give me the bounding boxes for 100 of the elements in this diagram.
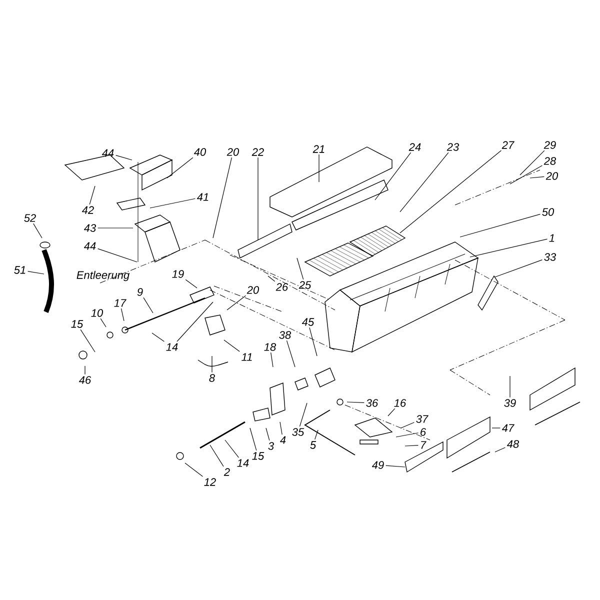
- leader-line: [388, 408, 396, 416]
- callout-number: 51: [14, 266, 26, 274]
- leader-line: [314, 430, 318, 440]
- leader-line: [280, 422, 282, 435]
- leader-line: [460, 214, 540, 238]
- leader-line: [268, 276, 276, 282]
- callout-number: 9: [137, 288, 143, 296]
- callout-number: 24: [408, 143, 421, 151]
- callout-number: 17: [114, 299, 126, 307]
- leader-line: [400, 150, 502, 234]
- callout-number: 14: [166, 343, 178, 351]
- leader-line: [166, 157, 194, 178]
- callout-number: 38: [279, 331, 292, 339]
- leader-line: [150, 198, 196, 208]
- callout-number: 3: [268, 442, 274, 450]
- callout-number: 2: [224, 468, 230, 476]
- leader-line: [296, 258, 304, 280]
- callout-number: 21: [312, 145, 324, 153]
- callout-number: 7: [421, 441, 426, 449]
- callout-number: 14: [237, 459, 249, 467]
- callout-number: 26: [276, 283, 288, 291]
- leader-line: [400, 422, 414, 428]
- leader-line: [510, 165, 542, 184]
- leader-line: [286, 340, 296, 368]
- callout-number: 11: [242, 353, 252, 361]
- callout-number: 49: [372, 461, 384, 469]
- callout-number: 39: [504, 399, 516, 407]
- callout-number: 12: [204, 478, 216, 486]
- callout-number: 25: [298, 281, 312, 289]
- leader-line: [299, 402, 308, 427]
- leader-line: [143, 297, 154, 314]
- callout-number: 43: [84, 224, 96, 232]
- leader-line: [494, 260, 542, 278]
- leader-line: [120, 308, 124, 322]
- leader-line: [184, 462, 204, 477]
- leader-line: [212, 157, 232, 238]
- callout-number: 20: [246, 286, 260, 294]
- leader-line: [84, 366, 86, 375]
- callout-number: 47: [502, 424, 514, 432]
- callout-number: 4: [280, 436, 286, 444]
- callout-number: 28: [544, 157, 556, 165]
- callout-number: 35: [292, 428, 304, 436]
- leader-line: [224, 440, 240, 458]
- leader-line: [404, 444, 419, 446]
- leader-line: [318, 154, 320, 182]
- leader-line: [520, 150, 545, 176]
- callout-number: 36: [366, 399, 378, 407]
- callout-number: 46: [78, 376, 92, 384]
- leader-line: [494, 447, 506, 452]
- leader-line: [224, 340, 240, 352]
- callout-number: 22: [252, 148, 264, 156]
- callout-number: 52: [24, 214, 36, 222]
- callout-number: 45: [302, 318, 314, 326]
- leader-line: [396, 432, 419, 438]
- leader-line: [309, 327, 318, 356]
- note-text: Entleerung: [76, 270, 130, 282]
- leader-line: [100, 318, 106, 328]
- leader-line: [89, 186, 96, 205]
- leader-line: [185, 279, 198, 288]
- leader-line: [470, 238, 548, 258]
- callout-number: 20: [226, 148, 240, 156]
- leader-line: [266, 428, 270, 441]
- callout-number: 5: [310, 441, 316, 449]
- callout-number: 15: [252, 452, 264, 460]
- callout-number: 6: [420, 428, 426, 436]
- callout-number: 10: [91, 309, 104, 317]
- callout-number: 41: [196, 193, 208, 201]
- leader-line: [33, 223, 42, 238]
- callout-number: 37: [416, 415, 428, 423]
- callout-number: 50: [542, 208, 554, 216]
- callout-number: 42: [82, 206, 94, 214]
- callout-number: 15: [71, 320, 84, 328]
- callout-number: 27: [502, 141, 514, 149]
- callout-number: 1: [549, 234, 554, 242]
- leader-line: [530, 176, 544, 178]
- callout-number: 44: [102, 149, 114, 157]
- leader-line: [386, 465, 406, 468]
- callout-number: 8: [209, 374, 215, 382]
- leader-line: [28, 271, 44, 274]
- leader-line: [226, 295, 246, 310]
- callout-number: 19: [172, 270, 184, 278]
- leader-line: [98, 248, 138, 262]
- callout-number: 48: [506, 440, 520, 448]
- callout-number: 44: [84, 242, 96, 250]
- callout-number: 18: [264, 343, 276, 351]
- leader-line: [80, 329, 96, 352]
- leader-line: [210, 444, 224, 467]
- callout-number: 23: [446, 143, 460, 151]
- leader-line: [346, 402, 364, 403]
- leader-line: [152, 332, 164, 342]
- callout-number: 33: [544, 253, 556, 261]
- leader-line: [250, 428, 257, 451]
- callout-number: 29: [544, 141, 556, 149]
- callout-number: 20: [546, 172, 558, 180]
- leader-line: [116, 154, 132, 160]
- leader-line: [400, 152, 449, 212]
- leader-line: [374, 152, 412, 200]
- leader-line: [176, 302, 214, 342]
- callout-number: 40: [194, 148, 206, 156]
- callout-number: 16: [394, 399, 406, 407]
